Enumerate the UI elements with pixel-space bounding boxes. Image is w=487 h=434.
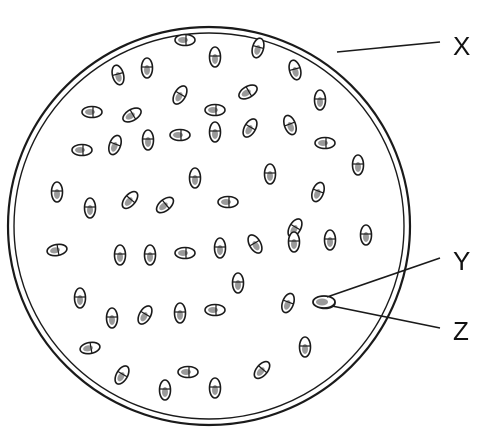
organelle <box>361 225 372 245</box>
cell-inner-boundary <box>14 33 404 419</box>
organelle <box>309 181 326 204</box>
organelle <box>135 304 155 327</box>
organelle <box>205 305 225 316</box>
pointer-line-z <box>332 306 440 328</box>
organelle <box>205 105 225 116</box>
organelle <box>110 64 126 86</box>
label-x: X <box>453 31 470 61</box>
organelle <box>143 130 154 150</box>
cell-outer-boundary <box>8 27 410 425</box>
organelle <box>107 308 118 328</box>
organelle <box>72 145 92 156</box>
organelle <box>353 155 364 175</box>
organelle <box>240 117 260 140</box>
organelle <box>178 367 198 378</box>
label-z: Z <box>453 316 469 346</box>
organelle <box>170 84 190 107</box>
organelle <box>145 245 156 265</box>
pointer-line-y <box>327 258 440 297</box>
organelle <box>281 114 298 137</box>
organelle <box>121 105 144 125</box>
pointer-line-x <box>337 42 440 52</box>
organelle <box>85 198 96 218</box>
organelle <box>245 233 265 256</box>
organelle <box>154 194 176 215</box>
organelle <box>215 238 226 258</box>
organelle <box>237 82 260 102</box>
organelle <box>82 107 102 118</box>
organelle <box>175 35 195 46</box>
organelle <box>160 380 171 400</box>
organelle <box>325 230 336 250</box>
organelle <box>210 378 221 398</box>
organelle <box>106 134 123 157</box>
organelle <box>210 122 221 142</box>
organelle <box>265 164 276 184</box>
organelle <box>218 197 238 208</box>
organelle <box>315 138 335 149</box>
highlighted-organelle-core <box>316 299 328 306</box>
organelle <box>210 47 221 67</box>
organelle <box>119 189 140 211</box>
organelle <box>52 182 63 202</box>
organelle <box>175 248 195 259</box>
organelle <box>115 245 126 265</box>
organelle <box>315 90 326 110</box>
organelle <box>287 59 303 81</box>
organelle <box>79 341 101 355</box>
organelle <box>300 337 311 357</box>
organelles-group <box>46 35 371 401</box>
organelle <box>279 292 296 315</box>
organelle <box>175 303 186 323</box>
label-y: Y <box>453 246 470 276</box>
organelle <box>170 130 190 141</box>
organelle <box>250 37 266 59</box>
organelle <box>142 58 153 78</box>
highlighted-organelle <box>313 296 335 308</box>
organelle <box>289 232 300 252</box>
organelle <box>251 359 272 381</box>
organelle <box>75 288 86 308</box>
organelle <box>233 273 244 293</box>
organelle <box>190 168 201 188</box>
organelle <box>46 243 68 257</box>
organelle <box>112 364 132 387</box>
